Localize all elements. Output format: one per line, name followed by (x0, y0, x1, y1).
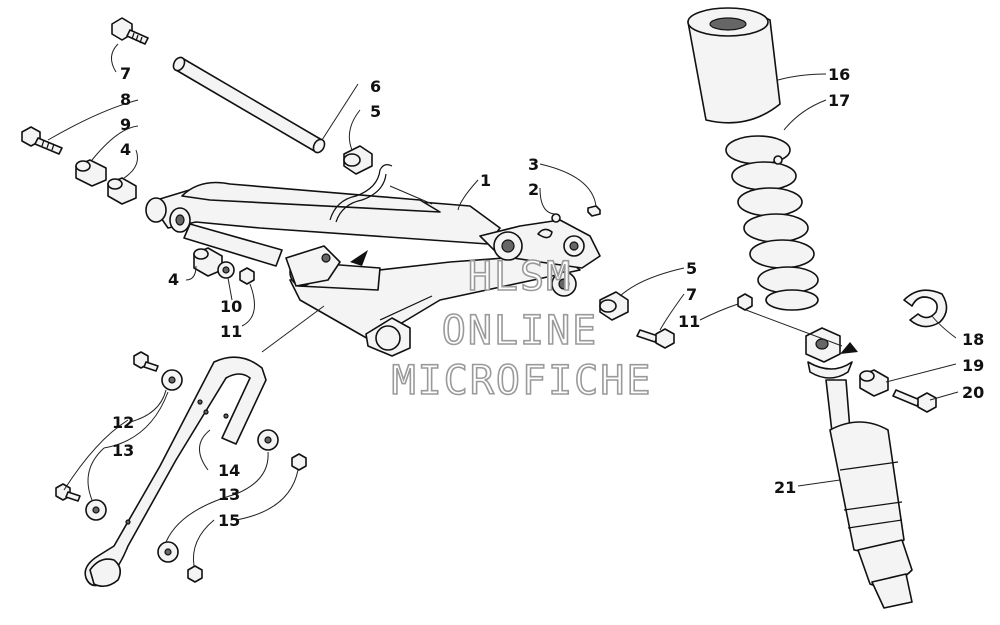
callout-5-top: 5 (370, 102, 381, 121)
washer-10 (217, 261, 235, 279)
callout-20: 20 (962, 383, 984, 402)
callout-15: 15 (218, 511, 240, 530)
nut-11-right (737, 293, 753, 311)
callout-14: 14 (218, 461, 240, 480)
bushing-5-right (599, 291, 629, 321)
callout-5-right: 5 (686, 259, 697, 278)
callout-16: 16 (828, 65, 850, 84)
nut-15-right (291, 453, 307, 471)
bolt-7-right (636, 328, 675, 349)
spring-clip-18 (903, 289, 948, 328)
bushing-5-top (343, 145, 373, 175)
nut-11-left (239, 267, 255, 285)
callout-4-upper: 4 (120, 140, 131, 159)
callout-12: 12 (112, 413, 134, 432)
callout-17: 17 (828, 91, 850, 110)
grease-fitting-2-3 (551, 205, 601, 223)
callout-9: 9 (120, 115, 131, 134)
watermark: HLSM ONLINE MICROFICHE (391, 253, 653, 405)
callout-13-lower: 13 (218, 485, 240, 504)
callout-4-lower: 4 (168, 270, 179, 289)
callout-2: 2 (528, 180, 539, 199)
callout-18: 18 (962, 330, 984, 349)
bolt-12 (133, 351, 159, 372)
shaft-6 (172, 56, 326, 154)
callout-8: 8 (120, 90, 131, 109)
watermark-line-1: HLSM (468, 254, 572, 300)
spacer-9 (75, 159, 107, 187)
leader-lines (47, 43, 959, 567)
callout-7-right: 7 (686, 285, 697, 304)
bolt-20 (892, 389, 937, 413)
coil-spring-17 (725, 135, 819, 311)
bolt-8 (21, 126, 63, 155)
callout-6: 6 (370, 77, 381, 96)
washer-13-right (257, 429, 279, 451)
callout-11-right: 11 (678, 312, 700, 331)
bushing-4-lower (193, 247, 223, 277)
callout-1: 1 (480, 171, 491, 190)
callout-21: 21 (774, 478, 796, 497)
washer-13-bottom (157, 541, 179, 563)
spring-boot-16 (687, 7, 781, 124)
washer-13-lower (85, 499, 107, 521)
callout-19: 19 (962, 356, 984, 375)
callout-13-upper: 13 (112, 441, 134, 460)
watermark-line-3: MICROFICHE (392, 358, 653, 404)
nut-15-bottom (187, 565, 203, 583)
limiter-strap-14 (84, 356, 267, 588)
watermark-line-2: ONLINE (442, 308, 599, 354)
bolt-7-top (111, 17, 149, 45)
bushing-4-upper (107, 177, 137, 205)
callout-11-left: 11 (220, 322, 242, 341)
washer-13-top (161, 369, 183, 391)
bolt-12-lower (55, 483, 81, 502)
shock-absorber-21 (805, 327, 913, 609)
callout-3: 3 (528, 155, 539, 174)
spacer-19 (859, 369, 889, 397)
callout-10: 10 (220, 297, 242, 316)
callout-7-top: 7 (120, 64, 131, 83)
rear-arm-1 (145, 164, 601, 357)
callout-labels: 7 8 9 4 6 5 1 3 2 4 10 11 5 7 11 16 17 1… (112, 64, 984, 530)
